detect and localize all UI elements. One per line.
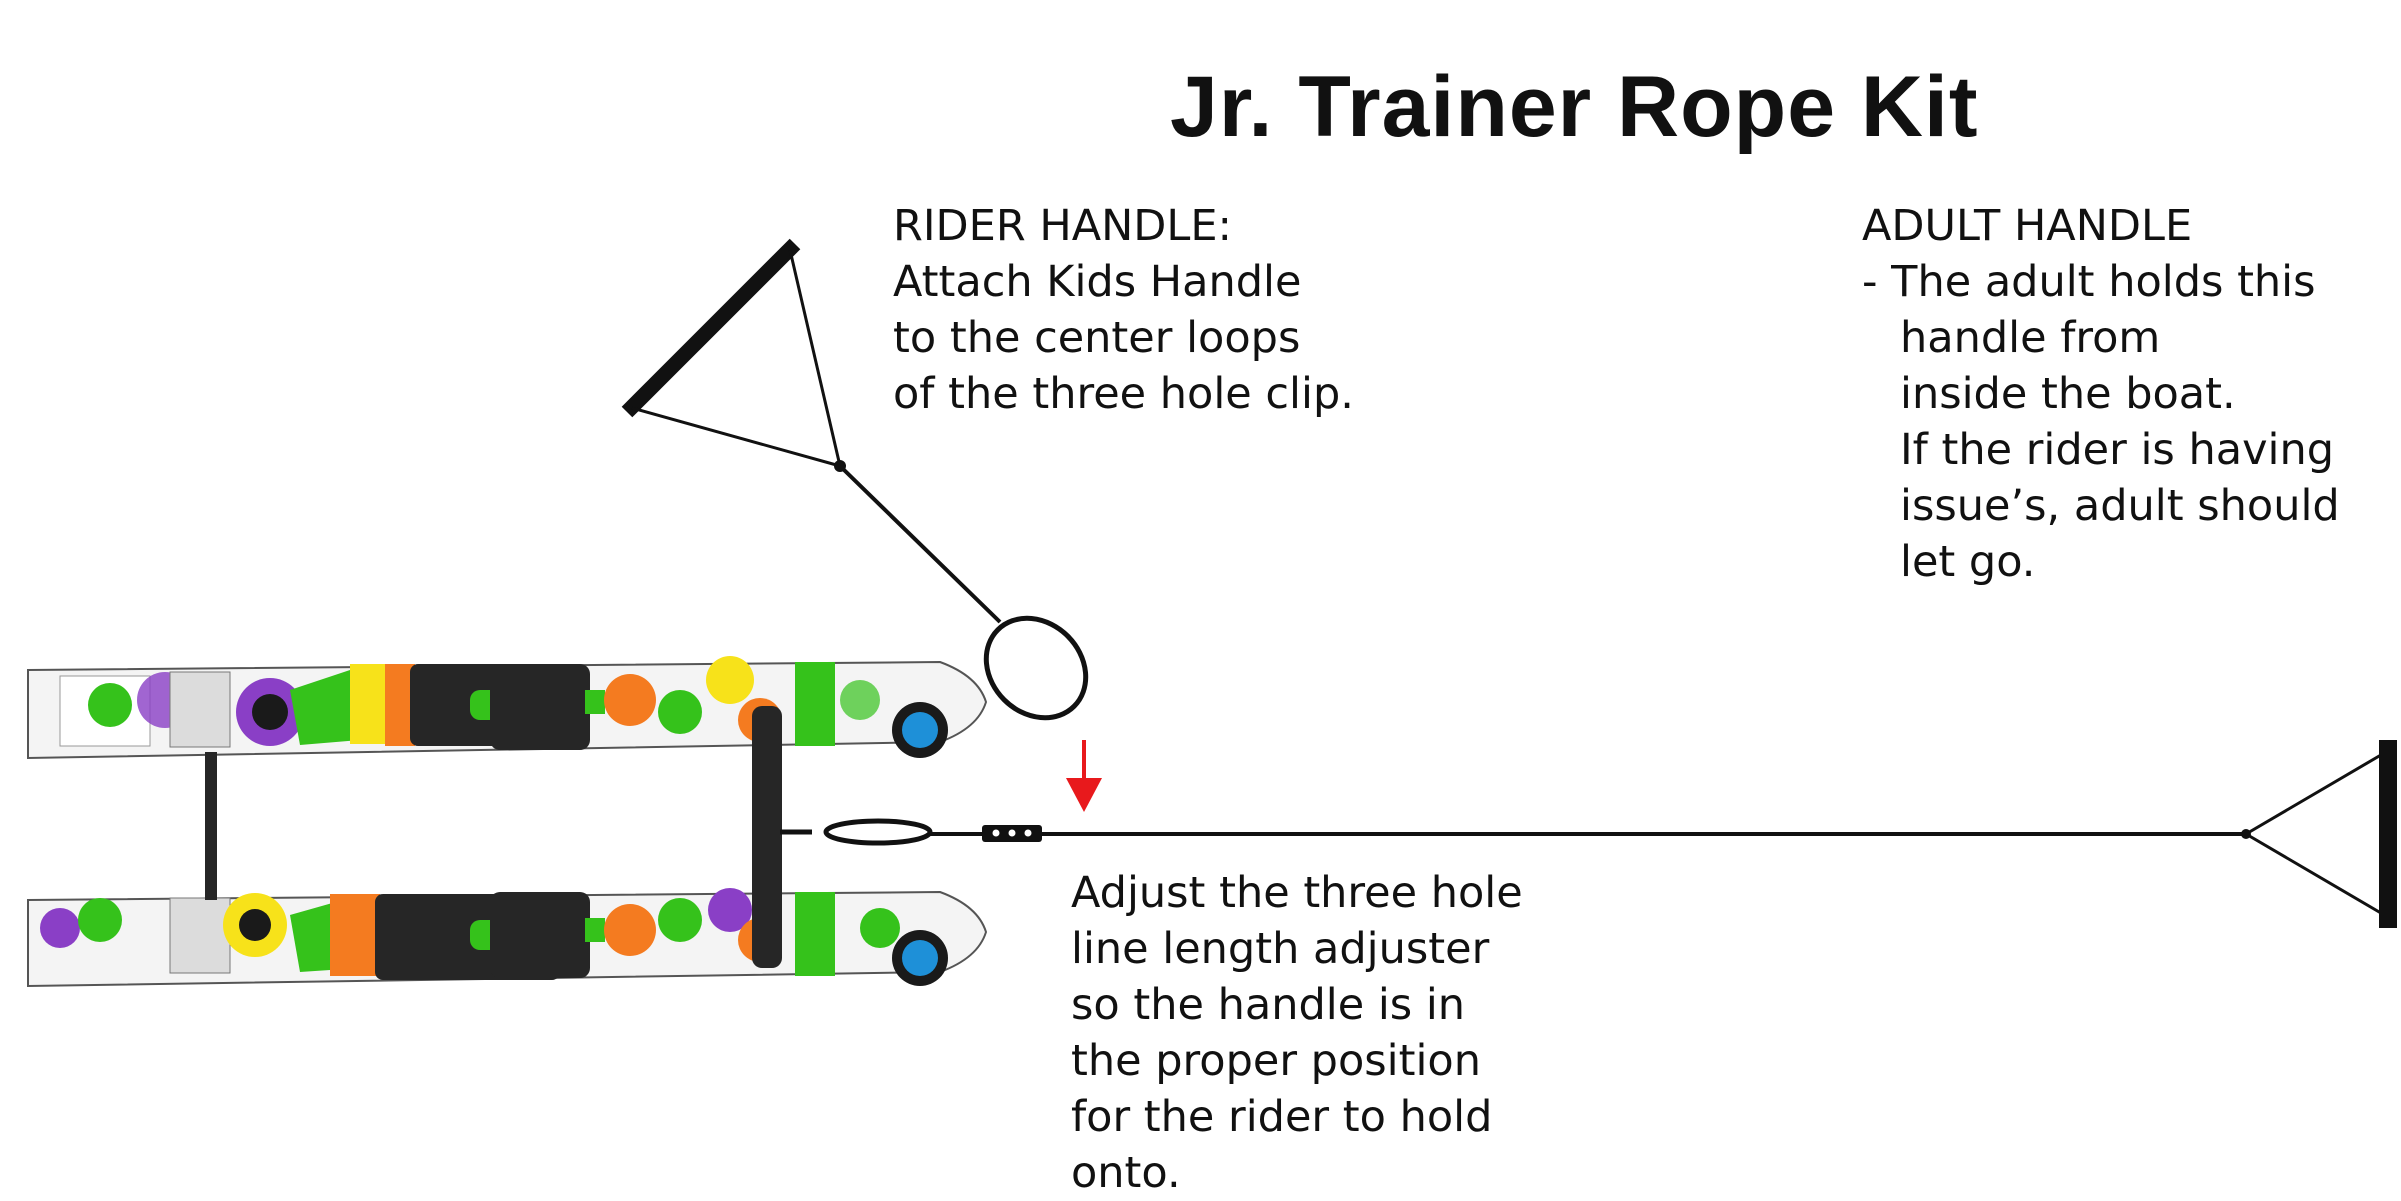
adult-handle-line: let go. — [1900, 537, 2036, 587]
trainer-skis — [27, 656, 988, 988]
adult-handle-line: inside the boat. — [1900, 369, 2236, 419]
adult-handle-knot — [2241, 829, 2251, 839]
adult-handle-note: ADULT HANDLE - The adult holds this hand… — [1862, 198, 2340, 590]
adjuster-line: the proper position — [1071, 1036, 1481, 1086]
adult-handle-line: If the rider is having — [1900, 425, 2335, 475]
top-ski — [27, 656, 988, 760]
adjuster-line: for the rider to hold — [1071, 1092, 1493, 1142]
adjuster-line: so the handle is in — [1071, 980, 1466, 1030]
rider-handle-line: Attach Kids Handle — [893, 257, 1302, 307]
adult-handle — [2245, 740, 2397, 928]
adult-handle-line: issue’s, adult should — [1900, 481, 2340, 531]
adjuster-line: line length adjuster — [1071, 924, 1490, 974]
adjuster-note: Adjust the three hole line length adjust… — [1071, 865, 1523, 1201]
ski-connector-bar — [205, 752, 217, 900]
bottom-ski — [27, 888, 988, 988]
adjust-arrow-icon — [1066, 740, 1102, 812]
adjuster-line: onto. — [1071, 1148, 1181, 1198]
rider-handle — [621, 238, 1089, 721]
tow-bar — [752, 706, 782, 968]
rider-handle-heading: RIDER HANDLE: — [893, 201, 1233, 251]
adult-handle-line: - The adult holds this — [1862, 257, 2316, 307]
three-hole-clip — [982, 825, 1042, 842]
rider-handle-knot — [834, 460, 846, 472]
rider-handle-line: to the center loops — [893, 313, 1301, 363]
rider-handle-line: of the three hole clip. — [893, 369, 1354, 419]
adult-handle-line: handle from — [1900, 313, 2161, 363]
rope-line — [780, 818, 2246, 846]
adjuster-line: Adjust the three hole — [1071, 868, 1523, 918]
adult-handle-heading: ADULT HANDLE — [1862, 201, 2193, 251]
page-title: Jr. Trainer Rope Kit — [1170, 58, 1979, 155]
rider-handle-note: RIDER HANDLE: Attach Kids Handle to the … — [893, 198, 1354, 422]
